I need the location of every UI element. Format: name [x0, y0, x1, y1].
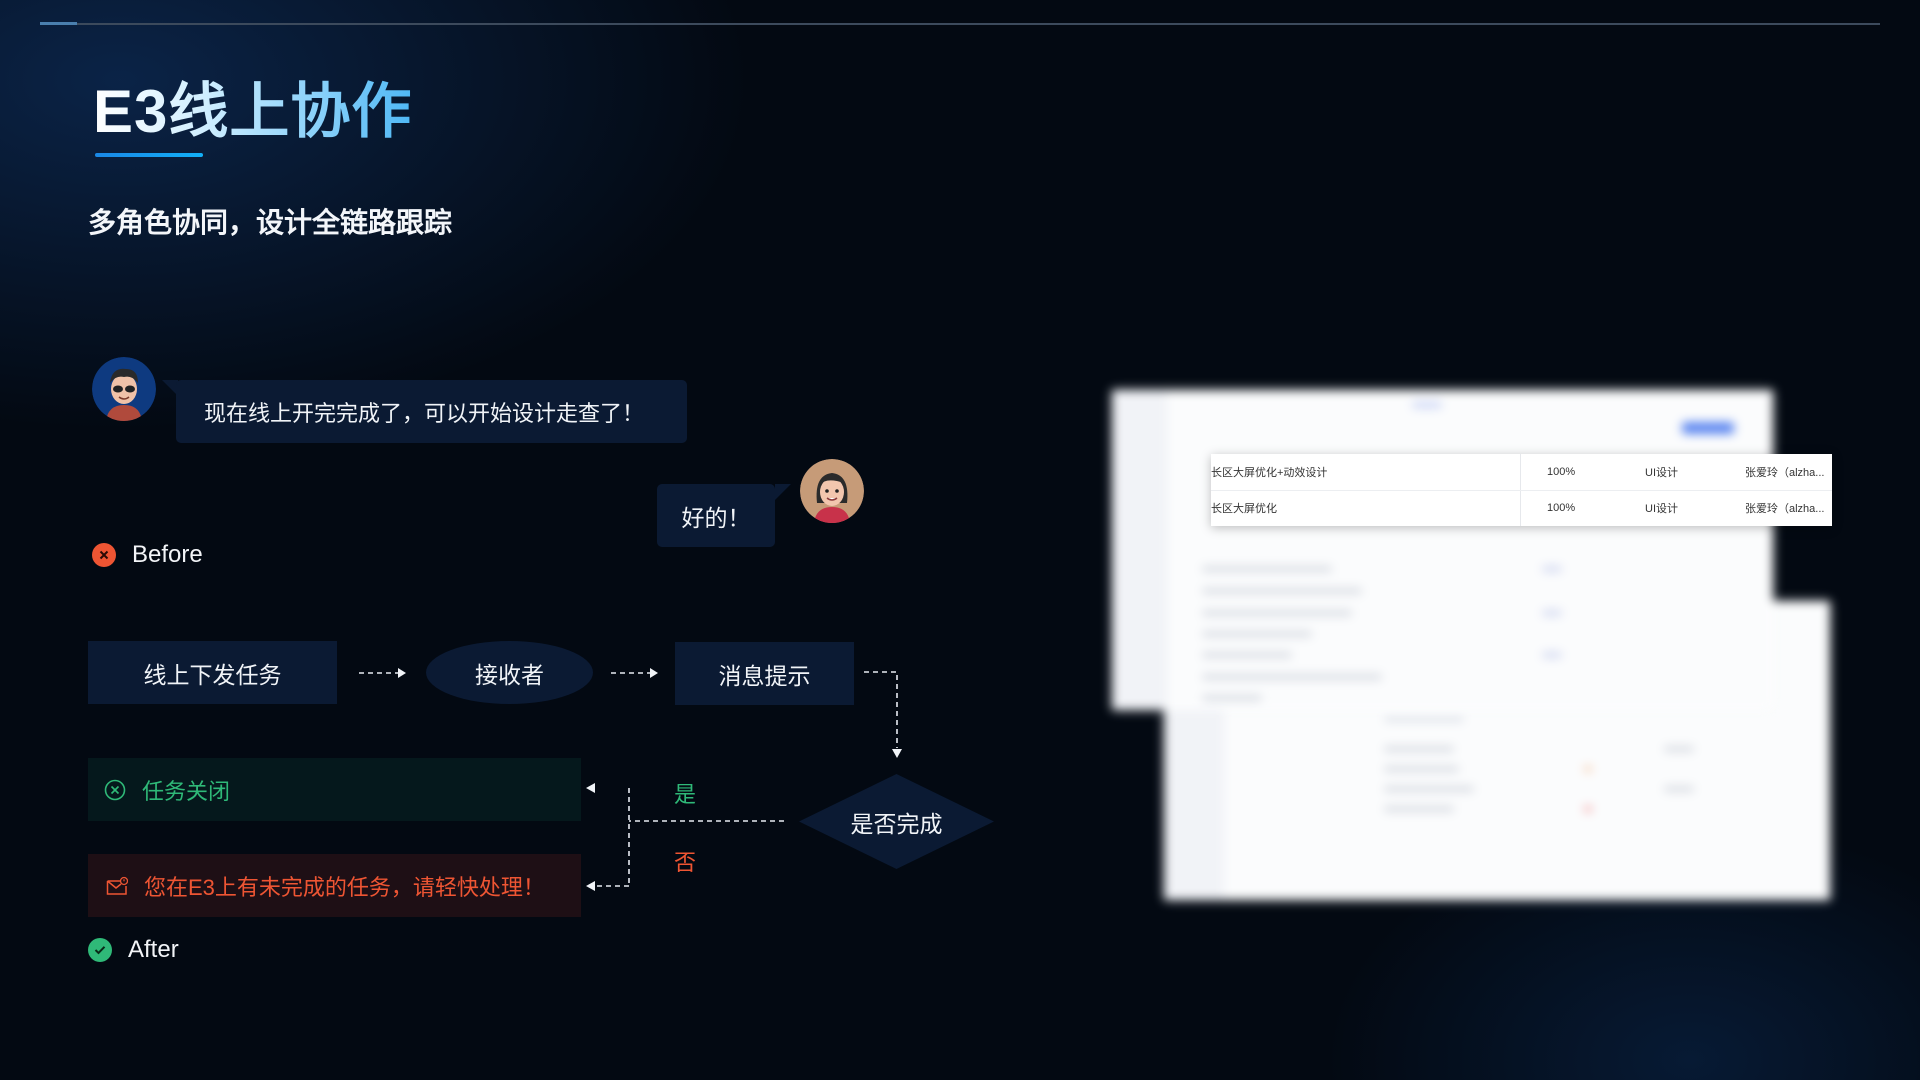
branch-yes-label: 是 — [674, 782, 697, 807]
close-circle-icon — [92, 543, 116, 567]
progress-cell: 100% — [1547, 502, 1576, 514]
task-name-cell: 长区大屏优化+动效设计 — [1211, 467, 1328, 479]
task-closed-panel: 任务关闭 — [88, 758, 581, 821]
after-text: After — [128, 936, 179, 963]
owner-cell: 张爱玲（alzha... — [1745, 503, 1825, 515]
before-text: Before — [132, 541, 203, 568]
close-circle-outline-icon — [104, 779, 126, 801]
decision-label: 是否完成 — [850, 810, 943, 837]
chat-bubble-tail — [162, 380, 178, 396]
title-underline — [95, 153, 203, 157]
progress-cell: 100% — [1547, 466, 1576, 478]
table-row[interactable]: 长区大屏优化 100% UI设计 张爱玲（alzha... — [1211, 490, 1832, 526]
top-divider — [40, 23, 1880, 25]
task-table-highlight: 长区大屏优化+动效设计 100% UI设计 张爱玲（alzha... 长区大屏优… — [1211, 454, 1832, 526]
before-label: Before — [92, 539, 203, 571]
type-cell: UI设计 — [1645, 503, 1678, 515]
task-closed-text: 任务关闭 — [142, 778, 231, 804]
mail-alert-icon — [106, 876, 128, 896]
flow-node-dispatch-task: 线上下发任务 — [88, 641, 337, 704]
page-title: E3线上协作 — [93, 72, 412, 152]
chat-bubble-designer: 现在线上开完完成了，可以开始设计走查了！ — [176, 380, 687, 443]
after-label: After — [88, 934, 179, 966]
chat-bubble-receiver: 好的！ — [657, 484, 775, 547]
receiver-avatar — [800, 459, 864, 523]
reminder-panel: 您在E3上有未完成的任务，请轻快处理！ — [88, 854, 581, 917]
page-subtitle: 多角色协同，设计全链路跟踪 — [88, 207, 453, 238]
flow-node-receiver: 接收者 — [426, 641, 593, 704]
top-divider-accent — [40, 22, 77, 25]
designer-avatar — [92, 357, 156, 421]
type-cell: UI设计 — [1645, 467, 1678, 479]
reminder-text: 您在E3上有未完成的任务，请轻快处理！ — [144, 874, 545, 900]
task-name-cell: 长区大屏优化 — [1211, 503, 1277, 515]
flow-node-decision: 是否完成 — [799, 774, 994, 869]
branch-no-label: 否 — [674, 850, 697, 875]
flow-node-notification: 消息提示 — [675, 642, 854, 705]
check-circle-icon — [88, 938, 112, 962]
table-row[interactable]: 长区大屏优化+动效设计 100% UI设计 张爱玲（alzha... — [1211, 454, 1832, 491]
screenshot-front-panel — [1112, 390, 1773, 710]
chat-bubble-tail — [775, 484, 791, 500]
owner-cell: 张爱玲（alzha... — [1745, 467, 1825, 479]
